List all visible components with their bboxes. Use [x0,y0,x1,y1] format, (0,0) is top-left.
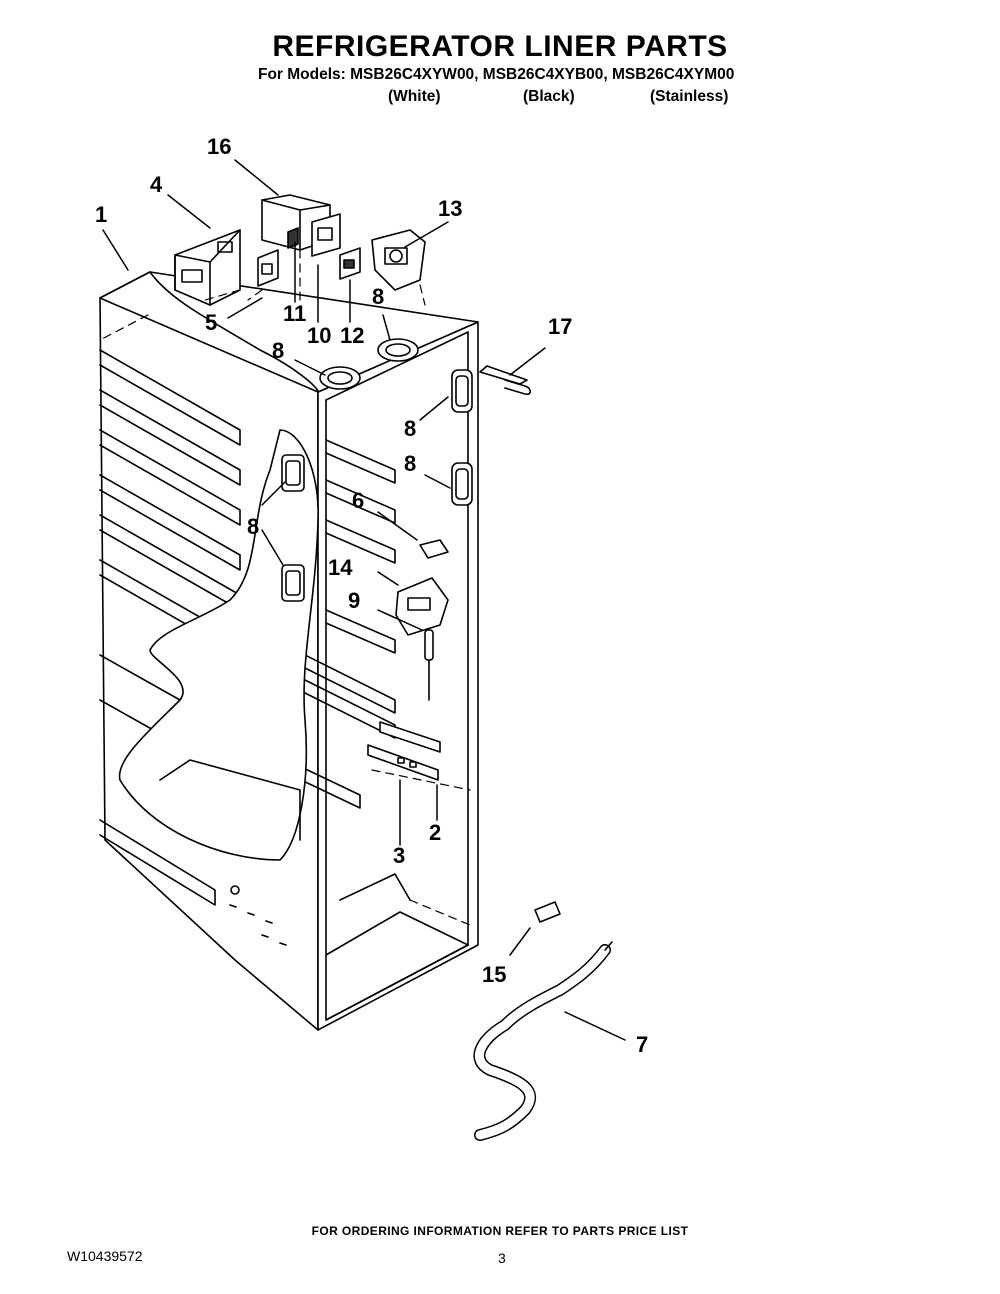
part-10-12-switches [311,213,361,280]
part-7-hose [473,941,613,1141]
callout-1: 1 [95,202,107,227]
models-line: For Models: MSB26C4XYW00, MSB26C4XYB00, … [258,66,735,83]
callout-10: 10 [307,323,331,348]
part-9-sensor [424,629,434,701]
callout-2: 2 [429,820,441,845]
callout-8d: 8 [404,451,416,476]
callout-5: 5 [205,310,217,335]
part-4-air-tower [174,229,241,306]
part-17-tube [479,365,532,396]
callout-7: 7 [636,1032,648,1057]
callout-16: 16 [207,134,231,159]
liner-body [99,271,479,1031]
assembly-dashed-lines [99,249,471,926]
page-number: 3 [498,1250,506,1266]
part-5-cover [257,227,299,287]
part-8-lights [281,338,473,602]
callout-8a: 8 [372,284,384,309]
callout-8c: 8 [404,416,416,441]
part-13-damper [371,229,426,291]
callout-8e: 8 [247,514,259,539]
finish-white: (White) [388,88,441,105]
finish-stainless: (Stainless) [650,88,729,105]
callout-12: 12 [340,323,364,348]
part-2-3-brackets [367,721,441,781]
finish-black: (Black) [523,88,575,105]
callout-11: 11 [283,301,306,326]
callout-4: 4 [150,172,163,197]
callout-14: 14 [328,555,353,580]
callout-3: 3 [393,843,405,868]
callout-6: 6 [352,488,364,513]
callout-9: 9 [348,588,360,613]
part-15-fitting [534,901,561,923]
callout-17: 17 [548,314,572,339]
page-title: REFRIGERATOR LINER PARTS [272,30,728,63]
leader-lines [102,159,626,1041]
part-6-clip [419,539,449,559]
part-14-housing [395,577,449,636]
document-number: W10439572 [67,1248,143,1264]
callout-8b: 8 [272,338,284,363]
callout-15: 15 [482,962,506,987]
ordering-note: FOR ORDERING INFORMATION REFER TO PARTS … [311,1224,689,1238]
callout-13: 13 [438,196,462,221]
